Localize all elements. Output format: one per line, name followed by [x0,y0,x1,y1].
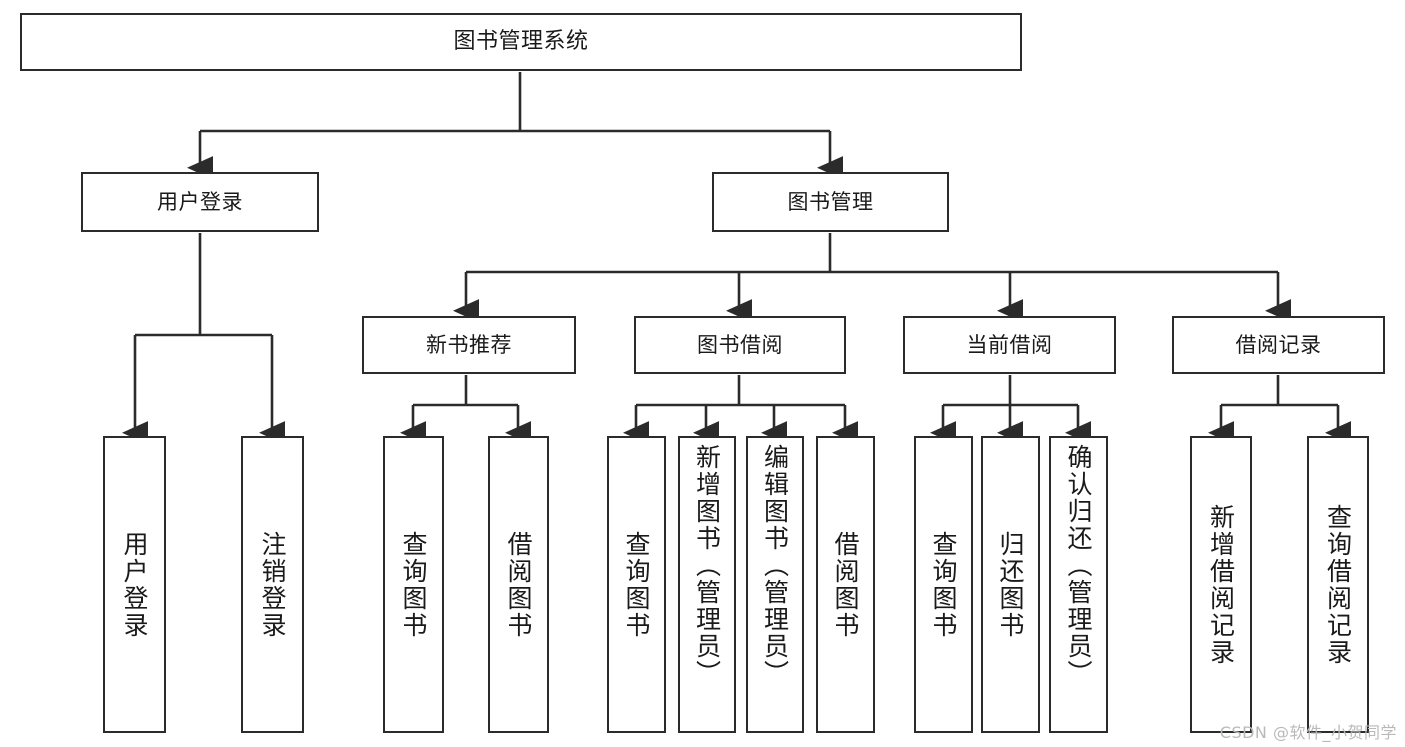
leaf-borrow-borrow-book[interactable]: 借阅图书 [816,436,875,733]
leaf-user-login-logout[interactable]: 注销登录 [241,436,304,733]
node-label: 归还图书 [996,530,1025,639]
node-label: 新增图书（管理员） [692,444,722,687]
node-label: 查询图书 [929,530,958,639]
node-book-management[interactable]: 图书管理 [712,172,949,232]
leaf-record-query-record[interactable]: 查询借阅记录 [1307,436,1369,733]
node-label: 确认归还（管理员） [1064,444,1093,687]
node-label: 新书推荐 [426,332,512,357]
node-label: 借阅图书 [504,530,533,639]
node-label: 编辑图书（管理员） [760,444,790,687]
node-label: 借阅图书 [831,530,860,639]
node-book-borrow[interactable]: 图书借阅 [634,316,846,374]
node-label: 新增借阅记录 [1206,503,1236,666]
leaf-recommend-borrow-book[interactable]: 借阅图书 [488,436,549,733]
node-label: 查询图书 [622,530,651,639]
node-label: 用户登录 [157,189,243,214]
leaf-current-confirm-return-admin[interactable]: 确认归还（管理员） [1049,436,1108,733]
leaf-current-return-book[interactable]: 归还图书 [981,436,1040,733]
leaf-record-add-record[interactable]: 新增借阅记录 [1190,436,1252,733]
node-user-login[interactable]: 用户登录 [81,172,319,232]
node-label: 图书管理 [787,189,874,214]
node-label: 查询图书 [399,530,428,639]
node-label: 图书管理系统 [453,29,589,55]
csdn-watermark: CSDN @软件_小贺同学 [1219,723,1397,742]
leaf-user-login-login[interactable]: 用户登录 [103,436,166,733]
node-label: 查询借阅记录 [1323,503,1353,666]
node-label: 图书借阅 [697,332,783,357]
leaf-borrow-edit-book-admin[interactable]: 编辑图书（管理员） [746,436,804,733]
node-label: 借阅记录 [1235,332,1322,357]
node-label: 注销登录 [258,530,287,639]
leaf-borrow-query-book[interactable]: 查询图书 [607,436,666,733]
leaf-current-query-book[interactable]: 查询图书 [914,436,973,733]
node-new-book-recommend[interactable]: 新书推荐 [362,316,576,374]
node-borrow-record[interactable]: 借阅记录 [1172,316,1385,374]
node-label: 用户登录 [120,530,149,639]
leaf-borrow-add-book-admin[interactable]: 新增图书（管理员） [678,436,736,733]
node-current-borrow[interactable]: 当前借阅 [903,316,1116,374]
leaf-recommend-query-book[interactable]: 查询图书 [383,436,444,733]
node-label: 当前借阅 [966,332,1053,357]
node-book-management-system[interactable]: 图书管理系统 [20,13,1022,71]
